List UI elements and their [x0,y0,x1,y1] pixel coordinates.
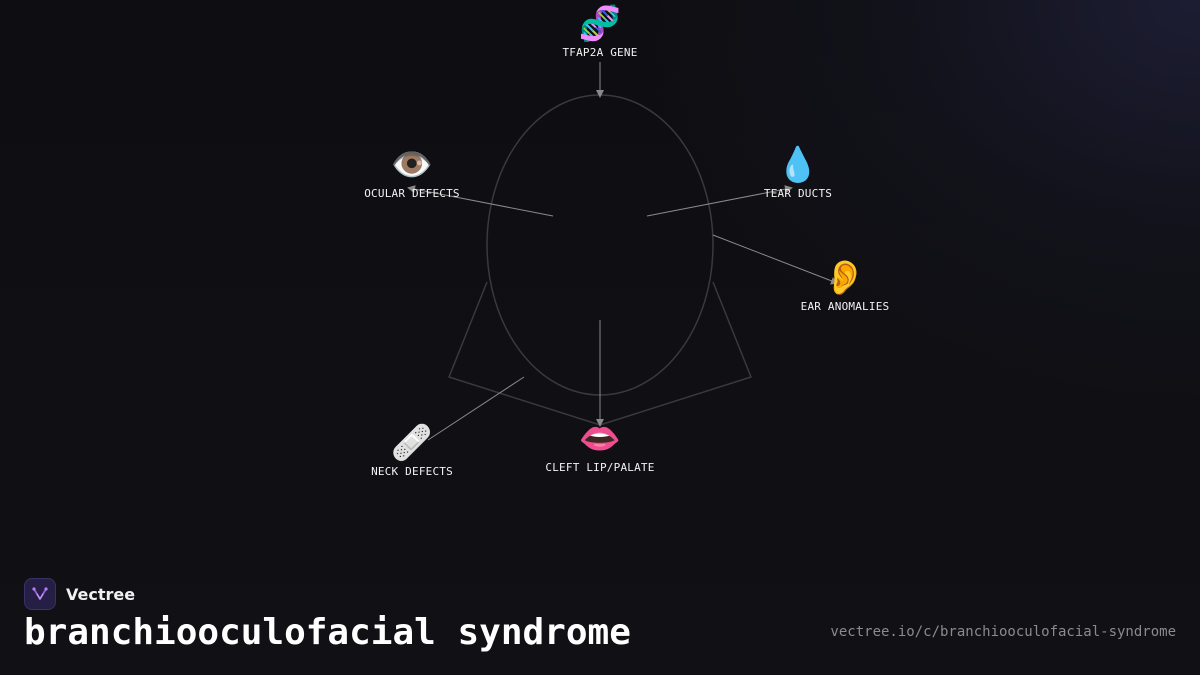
node-ocular-defects: 👁️ OCULAR DEFECTS [322,145,502,200]
page-title: branchiooculofacial syndrome [24,612,631,653]
bandage-icon: 🩹 [390,423,434,463]
node-neck-defects: 🩹 NECK DEFECTS [322,423,502,478]
page-url[interactable]: vectree.io/c/branchiooculofacial-syndrom… [830,624,1176,640]
dna-icon: 🧬 [578,4,622,44]
ear-icon: 👂 [823,258,867,298]
connector-ear [712,234,839,285]
mouth-icon: 👄 [578,419,622,459]
node-tear-ducts: 💧 TEAR DUCTS [708,145,888,200]
node-label: OCULAR DEFECTS [364,187,460,200]
node-tfap2a-gene: 🧬 TFAP2A GENE [510,4,690,59]
eye-icon: 👁️ [390,145,434,185]
node-cleft-lip-palate: 👄 CLEFT LIP/PALATE [510,419,690,474]
node-label: EAR ANOMALIES [800,300,890,313]
node-label: CLEFT LIP/PALATE [545,461,655,474]
brand[interactable]: Vectree [24,577,135,611]
node-ear-anomalies: 👂 EAR ANOMALIES [755,258,935,313]
vectree-logo-icon [24,578,56,610]
node-label: NECK DEFECTS [371,465,453,478]
node-label: TEAR DUCTS [763,187,833,200]
connector-ocular [407,185,554,217]
connector-neck [427,376,525,441]
node-label: TFAP2A GENE [562,46,638,59]
brand-name: Vectree [66,584,136,604]
droplet-icon: 💧 [776,145,820,185]
connector-tear [646,185,793,217]
